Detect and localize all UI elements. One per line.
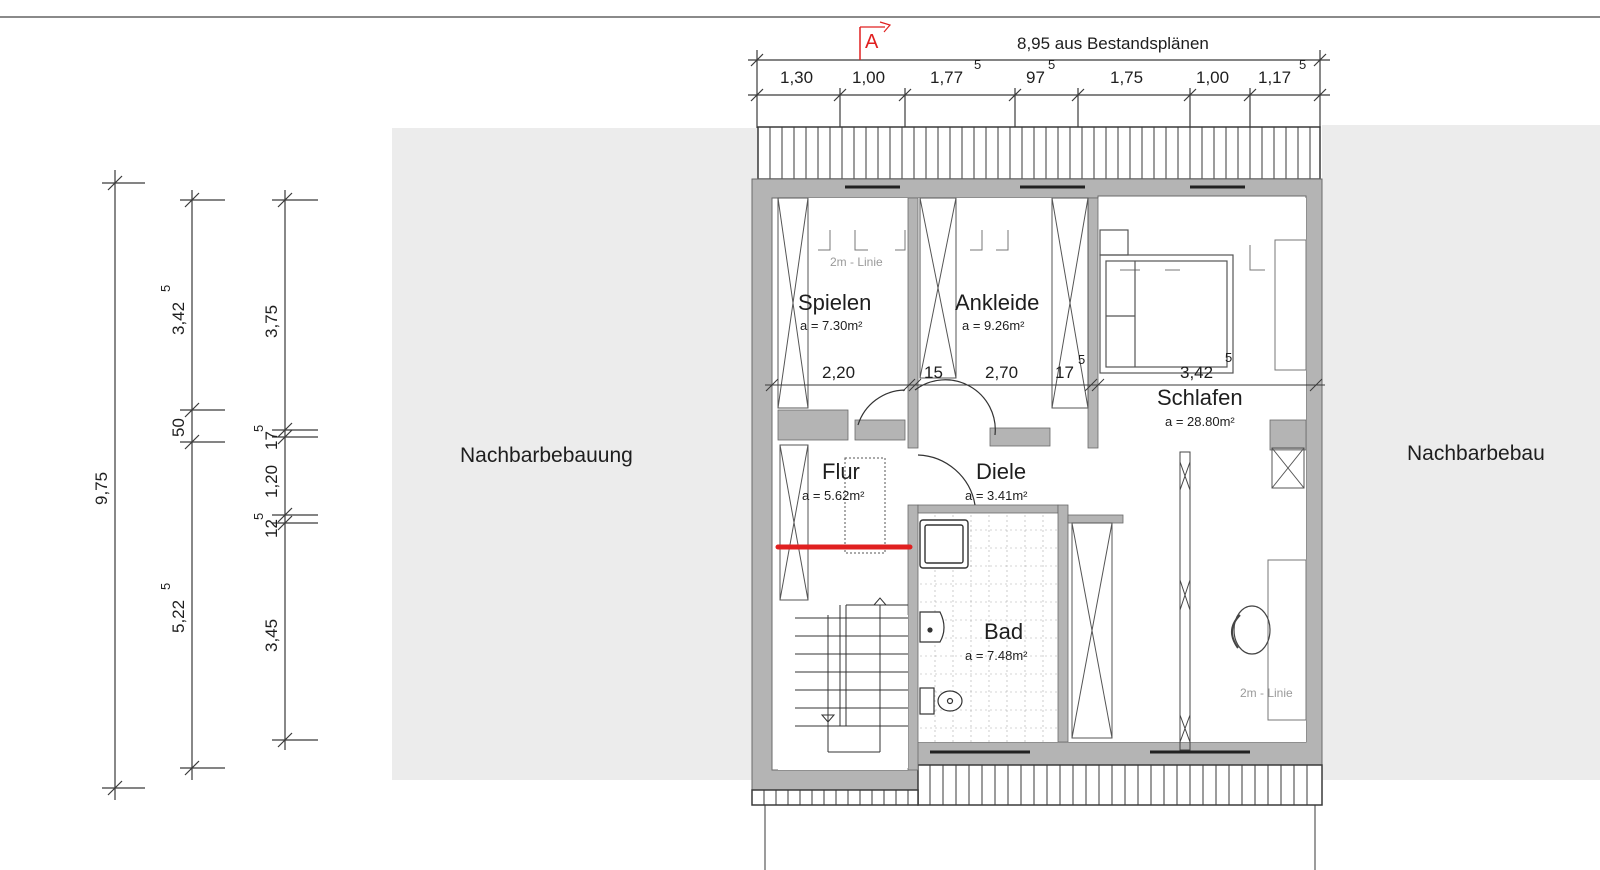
- two-meter-lines: [818, 230, 1265, 271]
- room-area-flur: a = 5.62m²: [802, 488, 865, 503]
- inner-dim-2: 15: [924, 363, 943, 382]
- dim-left-mid-3-sup: 5: [158, 583, 173, 590]
- toilet: [919, 687, 963, 715]
- dim-top-7-sup: 5: [1299, 57, 1306, 72]
- desk-chair: [1231, 605, 1271, 655]
- dim-left-right-5: 3,45: [262, 619, 281, 652]
- dim-top-4-sup: 5: [1048, 57, 1055, 72]
- left-dimension-lines: [102, 170, 318, 800]
- sliding-partition: [1179, 451, 1191, 751]
- staircase: [780, 597, 908, 768]
- room-area-bad: a = 7.48m²: [965, 648, 1028, 663]
- dim-top-3: 1,77: [930, 68, 963, 87]
- washbasin: [919, 611, 945, 643]
- dim-top-1: 1,30: [780, 68, 813, 87]
- dim-left-right-2-sup: 5: [251, 425, 266, 432]
- wardrobes: [777, 197, 1305, 739]
- top-roof-hatch: [757, 126, 1321, 180]
- inner-dimension-line: [765, 378, 1325, 392]
- dim-left-right-2: 17: [262, 431, 281, 450]
- neighbor-building-left: [392, 128, 758, 780]
- neighbor-label-left: Nachbarbebauung: [460, 444, 633, 467]
- room-name-diele: Diele: [976, 459, 1026, 484]
- shower-tray: [919, 519, 969, 569]
- inner-dim-5: 3,42: [1180, 363, 1213, 382]
- inner-dim-4: 17: [1055, 363, 1074, 382]
- interior-walls: [777, 197, 1307, 771]
- dim-left-right-3: 1,20: [262, 465, 281, 498]
- total-width-label: 8,95 aus Bestandsplänen: [1017, 34, 1209, 53]
- dim-top-3-sup: 5: [974, 57, 981, 72]
- dim-left-right-1: 3,75: [262, 305, 281, 338]
- neighbor-label-right: Nachbarbebau: [1407, 442, 1545, 465]
- attic-hatch: [844, 457, 886, 554]
- room-name-flur: Flur: [822, 459, 860, 484]
- bathroom-tiles: [920, 515, 1058, 742]
- room-area-ankleide: a = 9.26m²: [962, 318, 1025, 333]
- dim-top-5: 1,75: [1110, 68, 1143, 87]
- room-area-spielen: a = 7.30m²: [800, 318, 863, 333]
- dim-left-right-4: 12: [262, 519, 281, 538]
- dim-left-mid-1-sup: 5: [158, 285, 173, 292]
- section-marker-a: A: [859, 21, 892, 60]
- dim-top-7: 1,17: [1258, 68, 1291, 87]
- dim-top-6: 1,00: [1196, 68, 1229, 87]
- dim-left-mid-2: 50: [169, 418, 188, 437]
- room-name-ankleide: Ankleide: [955, 290, 1039, 315]
- dim-left-mid-3: 5,22: [169, 600, 188, 633]
- door-swings: [857, 379, 996, 506]
- two-meter-line-label-1: 2m - Linie: [830, 255, 883, 269]
- dim-top-2: 1,00: [852, 68, 885, 87]
- double-bed: [1099, 229, 1234, 374]
- two-meter-line-label-2: 2m - Linie: [1240, 686, 1293, 700]
- bottom-roof-hatch: [751, 764, 1323, 870]
- room-name-spielen: Spielen: [798, 290, 871, 315]
- room-name-bad: Bad: [984, 619, 1023, 644]
- inner-dim-4-sup: 5: [1078, 352, 1085, 367]
- top-dimension-chain: [748, 50, 1330, 128]
- inner-dim-1: 2,20: [822, 363, 855, 382]
- dim-top-4: 97: [1026, 68, 1045, 87]
- dim-left-mid-1: 3,42: [169, 302, 188, 335]
- neighbor-building-right: [1322, 125, 1600, 780]
- dim-left-right-4-sup: 5: [251, 513, 266, 520]
- room-area-schlafen: a = 28.80m²: [1165, 414, 1235, 429]
- room-name-schlafen: Schlafen: [1157, 385, 1243, 410]
- inner-dim-3: 2,70: [985, 363, 1018, 382]
- room-area-diele: a = 3.41m²: [965, 488, 1028, 503]
- inner-dim-5-sup: 5: [1225, 350, 1232, 365]
- svg-text:A: A: [865, 31, 879, 53]
- dim-left-total: 9,75: [92, 472, 111, 505]
